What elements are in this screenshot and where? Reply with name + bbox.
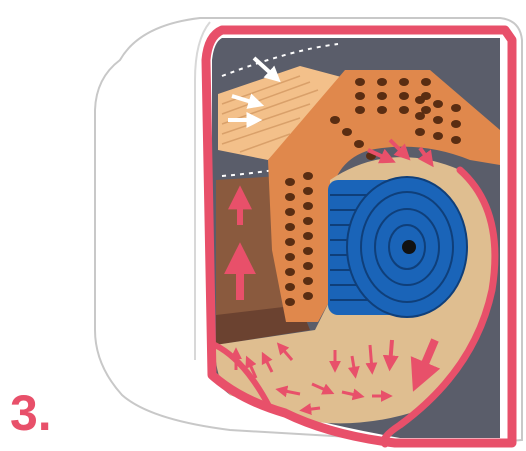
tube-dot bbox=[377, 78, 387, 86]
tube-dot bbox=[285, 238, 295, 246]
tube-dot bbox=[377, 106, 387, 114]
tube-dot bbox=[285, 193, 295, 201]
tube-dot bbox=[451, 104, 461, 112]
tube-dot bbox=[285, 178, 295, 186]
tube-dot bbox=[433, 100, 443, 108]
tube-dot bbox=[303, 172, 313, 180]
tube-dot bbox=[433, 116, 443, 124]
tube-dot bbox=[354, 140, 364, 148]
tube-dot bbox=[433, 132, 443, 140]
tube-dot bbox=[355, 78, 365, 86]
tube-dot bbox=[451, 120, 461, 128]
tube-dot bbox=[303, 247, 313, 255]
tube-dot bbox=[415, 96, 425, 104]
tube-dot bbox=[330, 116, 340, 124]
tube-dot bbox=[399, 92, 409, 100]
tube-dot bbox=[451, 136, 461, 144]
tube-dot bbox=[285, 208, 295, 216]
tube-dot bbox=[342, 128, 352, 136]
tube-dot bbox=[421, 78, 431, 86]
airflow-arrow-icon bbox=[304, 408, 320, 410]
tube-dot bbox=[303, 262, 313, 270]
tube-dot bbox=[303, 202, 313, 210]
tube-dot bbox=[303, 217, 313, 225]
tube-dot bbox=[303, 187, 313, 195]
tube-dot bbox=[285, 253, 295, 261]
tube-dot bbox=[415, 112, 425, 120]
tube-dot bbox=[303, 292, 313, 300]
airflow-arrow-icon bbox=[370, 345, 372, 370]
fan-icon bbox=[328, 177, 467, 317]
step-number: 3. bbox=[10, 388, 52, 438]
airflow-arrow-icon bbox=[390, 340, 392, 365]
tube-dot bbox=[285, 283, 295, 291]
tube-dot bbox=[355, 92, 365, 100]
tube-dot bbox=[415, 128, 425, 136]
tube-dot bbox=[285, 298, 295, 306]
tube-dot bbox=[399, 106, 409, 114]
tube-dot bbox=[355, 106, 365, 114]
tube-dot bbox=[399, 78, 409, 86]
tube-dot bbox=[303, 232, 313, 240]
tube-dot bbox=[285, 268, 295, 276]
tube-dot bbox=[303, 277, 313, 285]
tube-dot bbox=[285, 223, 295, 231]
tube-dot bbox=[377, 92, 387, 100]
